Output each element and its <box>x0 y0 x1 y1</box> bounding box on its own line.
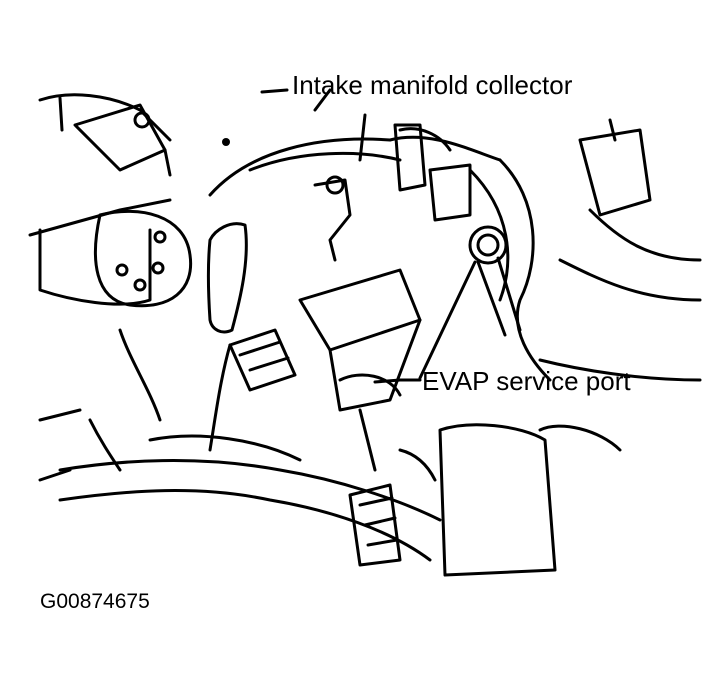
evap-service-port-label: EVAP service port <box>422 366 631 396</box>
intake-manifold-collector-label: Intake manifold collector <box>292 70 573 100</box>
figure-id: G00874675 <box>40 590 150 613</box>
